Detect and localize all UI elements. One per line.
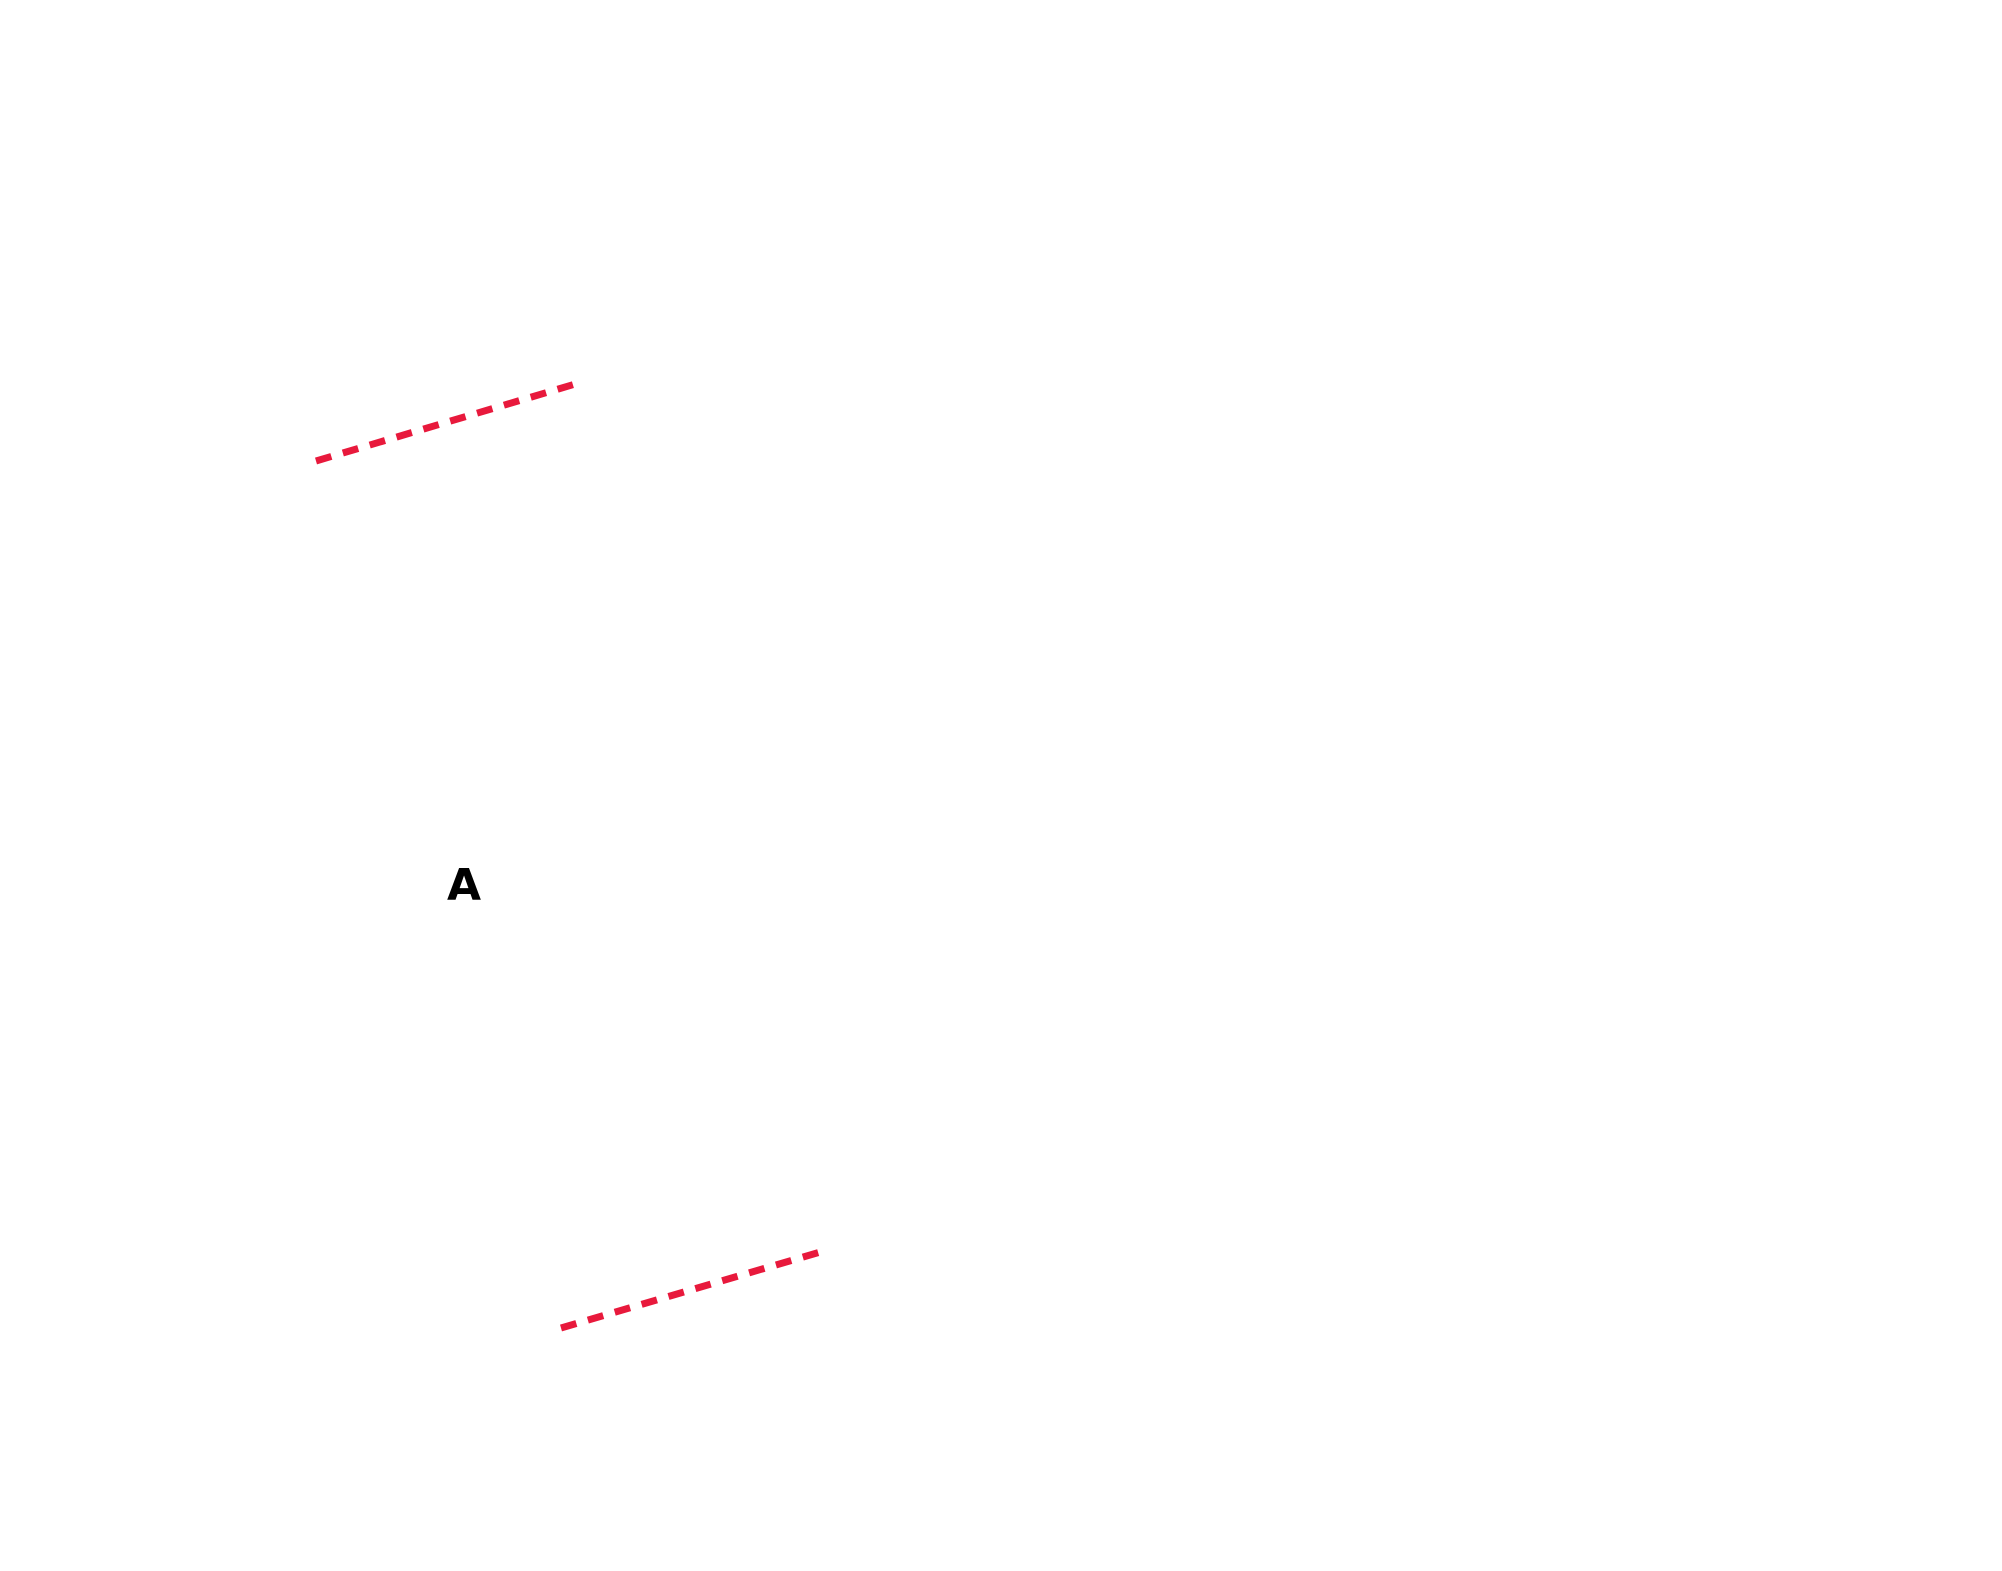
dashed-line-bottom <box>560 1246 828 1332</box>
dashed-line-top <box>315 378 583 465</box>
point-label-a: A <box>447 860 482 911</box>
